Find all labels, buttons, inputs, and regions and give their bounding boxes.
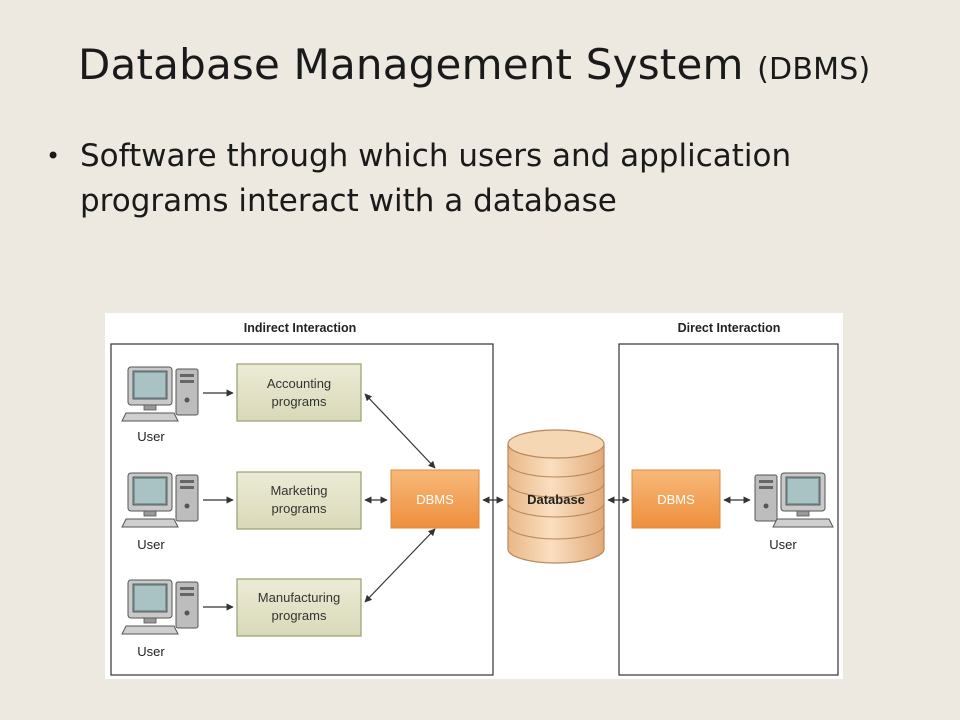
program-label-line1: Accounting xyxy=(267,376,331,391)
program-label-line1: Manufacturing xyxy=(258,590,340,605)
program-dbms-arrow xyxy=(364,528,436,603)
title-abbreviation: (DBMS) xyxy=(757,52,871,87)
dbms-label: DBMS xyxy=(416,492,454,507)
dbms-box-indirect: DBMS xyxy=(390,469,480,529)
user-computer-icon: User xyxy=(121,366,199,444)
dbms-box-direct: DBMS xyxy=(631,469,721,529)
direct-panel xyxy=(618,343,839,676)
indirect-interaction-heading: Indirect Interaction xyxy=(244,321,357,335)
database-label: Database xyxy=(527,492,585,507)
bullet-dot-icon: • xyxy=(46,142,61,170)
user-computer-icon: User xyxy=(121,472,199,552)
dbms-label: DBMS xyxy=(657,492,695,507)
user-label: User xyxy=(137,537,165,552)
program-label-line2: programs xyxy=(272,501,327,516)
user-label: User xyxy=(137,429,165,444)
user-label: User xyxy=(137,644,165,659)
indirect-panel xyxy=(110,343,494,676)
user-computer-icon: User xyxy=(121,579,199,659)
direct-interaction-heading: Direct Interaction xyxy=(678,321,781,335)
program-box-marketing: Marketing programs xyxy=(236,471,362,530)
program-label-line1: Marketing xyxy=(270,483,327,498)
program-label-line2: programs xyxy=(272,608,327,623)
slide-title: Database Management System (DBMS) xyxy=(78,40,870,89)
bullet-text: Software through which users and applica… xyxy=(80,138,792,219)
program-dbms-arrow xyxy=(364,393,436,469)
dbms-diagram: Indirect Interaction Direct Interaction … xyxy=(105,313,843,679)
program-label-line2: programs xyxy=(272,394,327,409)
program-box-accounting: Accounting programs xyxy=(236,363,362,422)
user-label: User xyxy=(769,537,797,552)
program-box-manufacturing: Manufacturing programs xyxy=(236,578,362,637)
database-cylinder-icon: Database xyxy=(507,429,605,564)
title-main: Database Management System xyxy=(78,40,744,89)
user-computer-icon: User xyxy=(754,472,834,552)
